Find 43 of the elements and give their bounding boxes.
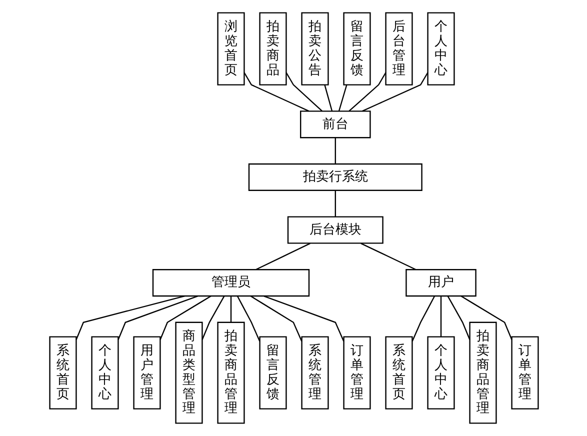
node-box: 前台 — [300, 110, 370, 138]
connector — [159, 296, 211, 340]
node-box: 个人中心 — [426, 336, 454, 410]
node-box: 拍卖商品管理 — [216, 322, 244, 424]
node-box: 留言反馈 — [342, 12, 370, 86]
connector — [338, 84, 347, 112]
node-box: 用户管理 — [132, 336, 160, 410]
connector — [255, 242, 310, 270]
node-box: 后台模块 — [286, 216, 383, 244]
connector — [411, 296, 435, 342]
connector — [285, 72, 322, 112]
connector — [348, 72, 386, 112]
connector — [460, 296, 512, 340]
connector — [360, 242, 416, 270]
connector — [75, 295, 184, 340]
node-box: 个人中心 — [426, 12, 454, 86]
node-box: 系统管理 — [300, 336, 328, 410]
node-box: 拍卖公告 — [300, 12, 328, 86]
node-box: 浏览首页 — [216, 12, 244, 86]
node-box: 后台管理 — [384, 12, 412, 86]
connector — [236, 296, 260, 342]
node-box: 拍卖行系统 — [248, 163, 422, 191]
connector — [243, 72, 309, 112]
connector — [230, 296, 232, 322]
node-box: 订单管理 — [342, 336, 370, 410]
connector — [334, 190, 336, 217]
connector — [263, 296, 344, 342]
connector — [334, 138, 336, 164]
node-box: 个人中心 — [90, 336, 118, 410]
connector — [250, 296, 302, 342]
connector — [440, 296, 442, 336]
connector — [362, 72, 428, 112]
node-box: 拍卖商品管理 — [468, 322, 496, 424]
node-box: 留言反馈 — [258, 336, 286, 410]
connector — [117, 296, 198, 340]
node-box: 管理员 — [152, 269, 310, 297]
node-box: 拍卖商品 — [258, 12, 286, 86]
node-box: 系统首页 — [384, 336, 412, 410]
node-box: 商品类型管理 — [174, 322, 202, 424]
node-box: 用户 — [405, 269, 476, 297]
connector — [324, 84, 332, 112]
node-box: 系统首页 — [48, 336, 76, 410]
node-box: 订单管理 — [510, 336, 538, 410]
